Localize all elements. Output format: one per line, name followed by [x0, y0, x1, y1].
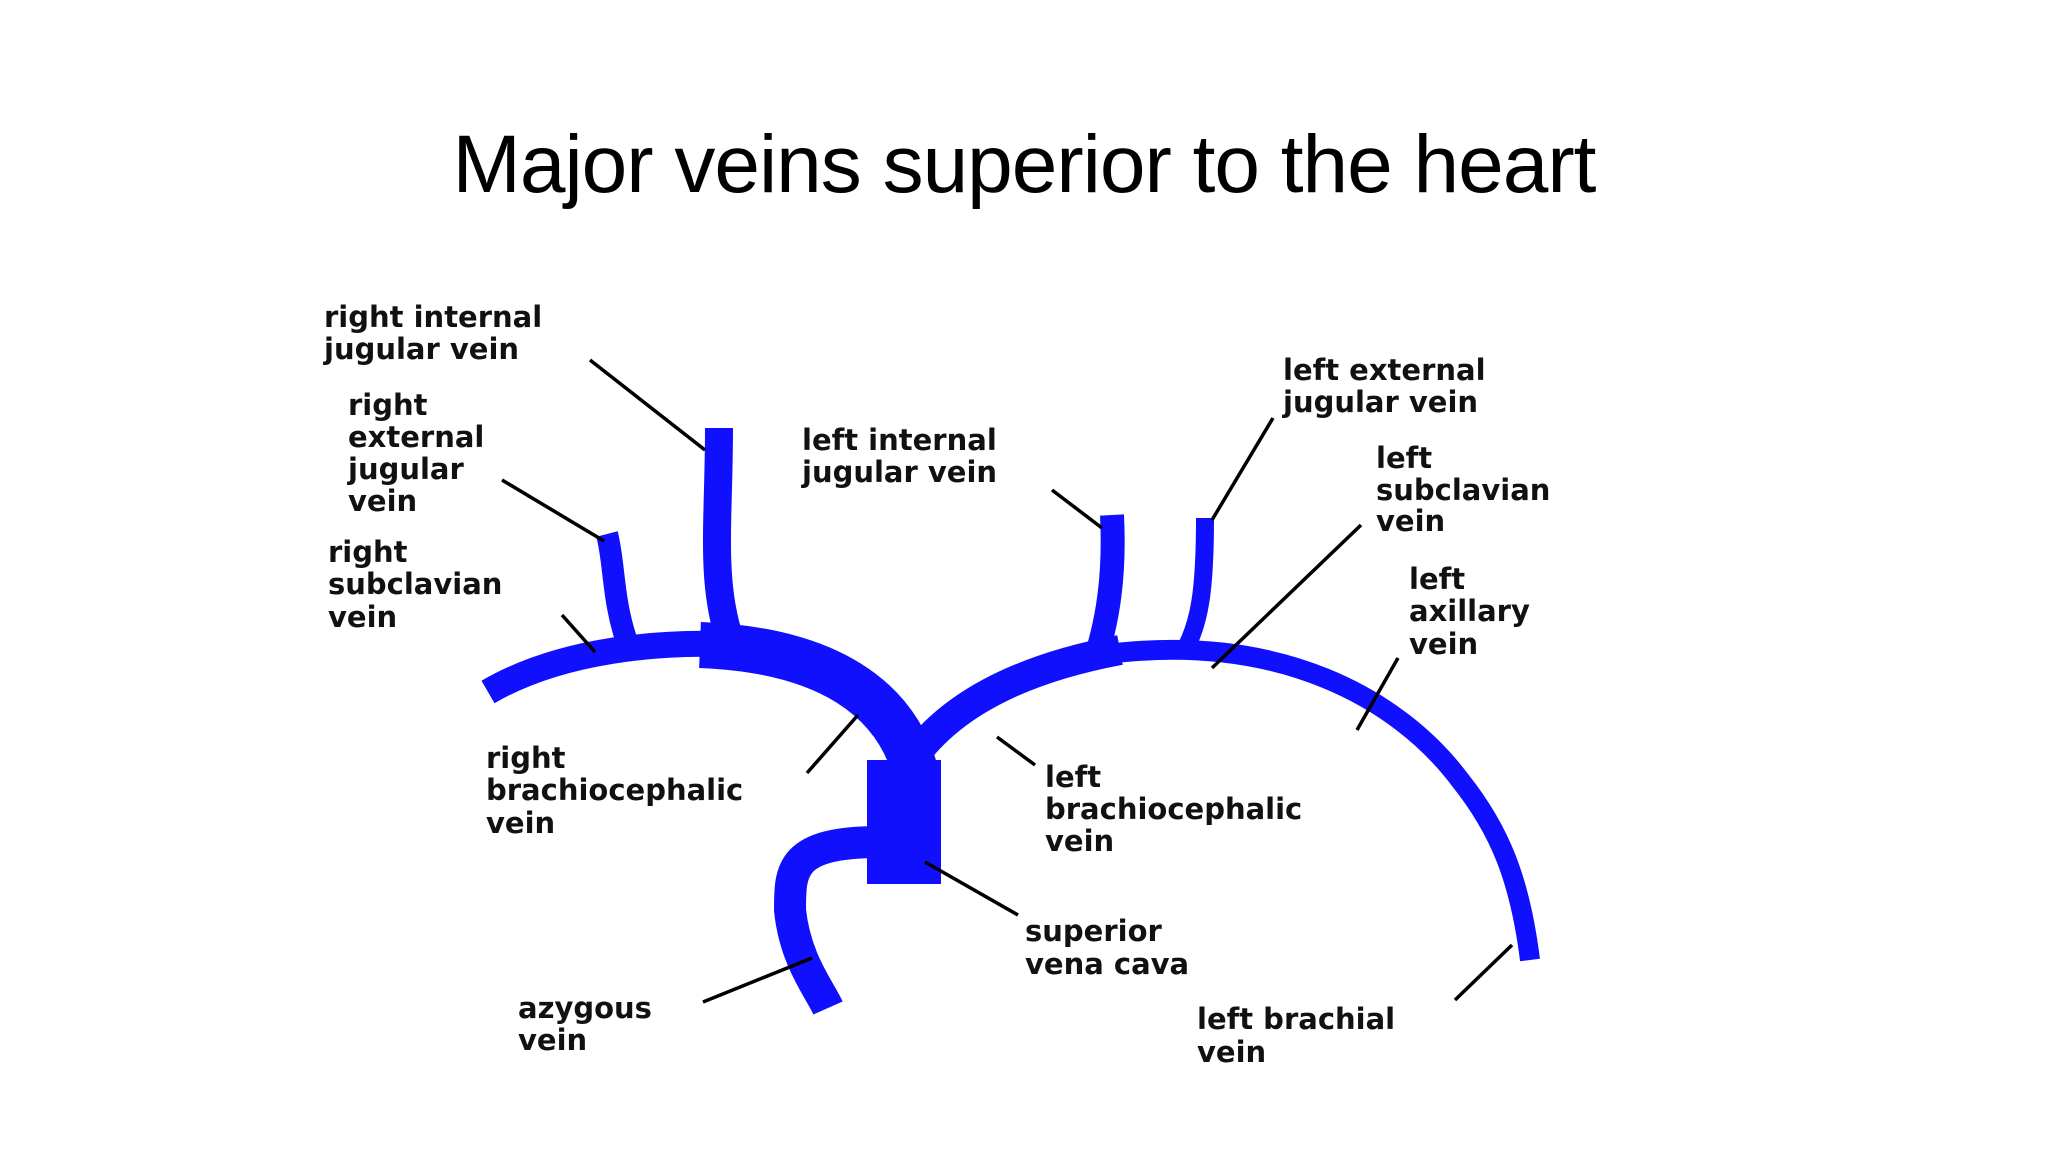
left-internal-jugular-vein-shape [1083, 514, 1125, 664]
right-internal-jugular-vein-shape [702, 427, 744, 645]
leader-left-brachial [1453, 943, 1514, 1002]
label-right-external-jugular-vein: right external jugular vein [347, 388, 494, 518]
label-right-internal-jugular-vein: right internal jugular vein [323, 300, 552, 366]
leader-azygous [702, 956, 813, 1004]
label-left-brachial-vein: left brachial vein [1197, 1002, 1405, 1069]
leader-right-subclavian [560, 613, 597, 654]
slide-title: Major veins superior to the heart [452, 119, 1597, 210]
label-azygous-vein: azygous vein [518, 991, 662, 1057]
leader-lines [501, 358, 1514, 1004]
left-subclavian-axillary-brachial-shape [1098, 639, 1540, 962]
leader-left-internal-jugular [1050, 488, 1104, 530]
leader-right-internal-jugular [588, 358, 707, 452]
leader-superior-vena-cava [924, 860, 1019, 917]
leader-left-subclavian [1210, 523, 1363, 670]
leader-right-external-jugular [501, 478, 605, 543]
right-external-jugular-vein-shape [596, 531, 639, 649]
label-left-subclavian-vein: left subclavian vein [1376, 441, 1561, 538]
leader-right-brachiocephalic [805, 713, 860, 775]
leader-left-axillary [1355, 657, 1400, 731]
label-superior-vena-cava: superior vena cava [1025, 914, 1189, 981]
vein-labels: right internal jugular vein right extern… [323, 300, 1561, 1069]
azygous-vein-shape [774, 826, 881, 1016]
label-right-brachiocephalic-vein: right brachiocephalic vein [486, 741, 753, 840]
leader-left-external-jugular [1210, 417, 1275, 521]
label-left-axillary-vein: left axillary vein [1409, 562, 1540, 661]
label-left-external-jugular-vein: left external jugular vein [1282, 353, 1496, 419]
left-brachiocephalic-vein-shape [903, 635, 1123, 765]
left-external-jugular-vein-shape [1174, 517, 1214, 660]
label-right-subclavian-vein: right subclavian vein [328, 535, 513, 634]
vein-drawing [481, 427, 1540, 1016]
label-left-brachiocephalic-vein: left brachiocephalic vein [1045, 760, 1312, 858]
label-left-internal-jugular-vein: left internal jugular vein [801, 423, 1007, 489]
leader-left-brachiocephalic [995, 735, 1037, 767]
right-brachiocephalic-vein-shape [698, 622, 938, 778]
